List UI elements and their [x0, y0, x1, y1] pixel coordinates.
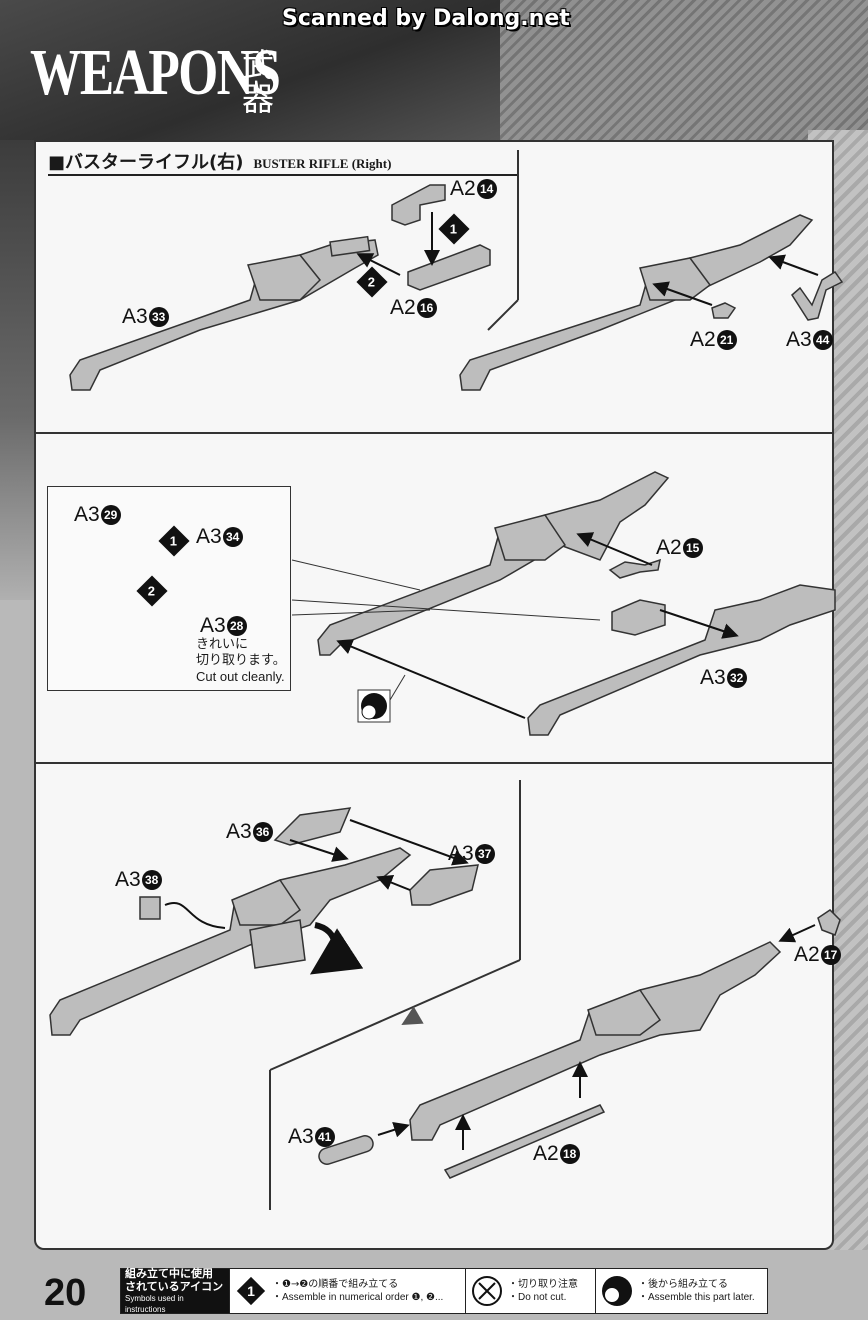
step3-frame [269, 780, 521, 1210]
step-arrow-down [401, 1006, 424, 1025]
cut-note-jp-2: 切り取ります。 [196, 653, 286, 668]
section-header: ■バスターライフル(右) BUSTER RIFLE (Right) [48, 148, 391, 174]
symbol-legend: 組み立て中に使用 されているアイコン Symbols used in instr… [120, 1267, 768, 1314]
part-a3-36 [273, 807, 352, 846]
cut-note-en: Cut out cleanly. [196, 669, 285, 684]
rifle-body-a3-32 [527, 584, 836, 736]
legend-later-en: ・Assemble this part later. [638, 1292, 755, 1303]
step1-frame [487, 150, 519, 331]
legend-title: 組み立て中に使用 されているアイコン Symbols used in instr… [121, 1267, 229, 1314]
scan-credit: Scanned by Dalong.net [282, 6, 570, 31]
section-title-jp: ■バスターライフル(右) [48, 152, 244, 173]
instruction-panel: ■バスターライフル(右) BUSTER RIFLE (Right) [34, 140, 834, 1250]
assemble-later-icon [357, 689, 391, 723]
part-a2-16 [407, 244, 491, 291]
legend-no-cut-jp: ・切り取り注意 [508, 1279, 578, 1290]
part-a3-28-mid [611, 599, 666, 636]
step-number-icon: 1 [236, 1276, 266, 1306]
step-divider-2 [36, 762, 832, 764]
legend-later: ・後から組み立てる ・Assemble this part later. [595, 1269, 767, 1313]
part-a3-44 [791, 270, 844, 321]
part-a3-41 [318, 1135, 374, 1165]
step-divider-1 [36, 432, 832, 434]
part-a2-18 [443, 1104, 606, 1179]
part-a3-37 [409, 864, 479, 906]
left-background [0, 140, 40, 600]
rifle-body-step2-upper [317, 471, 670, 656]
section-title-en: BUSTER RIFLE (Right) [253, 156, 392, 171]
part-a2-15 [608, 558, 661, 579]
page-title-jp: 武器 [242, 46, 275, 118]
cut-note-jp-1: きれいに [196, 637, 249, 652]
legend-title-jp-1: 組み立て中に使用 [125, 1267, 213, 1280]
rifle-body-a3-33 [69, 235, 379, 391]
legend-no-cut-en: ・Do not cut. [508, 1292, 567, 1303]
part-a2-14 [391, 184, 446, 226]
legend-title-en: Symbols used in instructions [125, 1294, 184, 1314]
section-underline [48, 174, 518, 176]
assemble-later-legend-icon [602, 1276, 632, 1306]
part-a2-21 [711, 302, 737, 319]
inset-box [47, 486, 291, 691]
part-a2-17 [817, 909, 841, 936]
legend-order: 1 ・❶→❷の順番で組み立てる ・Assemble in numerical o… [229, 1269, 465, 1313]
part-a3-38 [139, 896, 161, 920]
rifle-body-step1-right [459, 214, 814, 391]
page-number: 20 [44, 1272, 87, 1314]
legend-order-jp: ・❶→❷の順番で組み立てる [272, 1279, 399, 1290]
no-cut-icon [472, 1276, 502, 1306]
legend-no-cut: ・切り取り注意 ・Do not cut. [465, 1269, 595, 1313]
legend-title-jp-2: されているアイコン [125, 1280, 224, 1293]
rifle-body-step3-right [409, 941, 782, 1141]
header-stripes [500, 0, 868, 140]
cut-note: きれいに 切り取ります。 Cut out cleanly. [196, 637, 286, 685]
legend-order-en: ・Assemble in numerical order ❶, ❷... [272, 1292, 444, 1303]
page-title: WEAPONS [30, 36, 281, 109]
rifle-body-step3-left [49, 847, 412, 1036]
legend-later-jp: ・後から組み立てる [638, 1279, 728, 1290]
